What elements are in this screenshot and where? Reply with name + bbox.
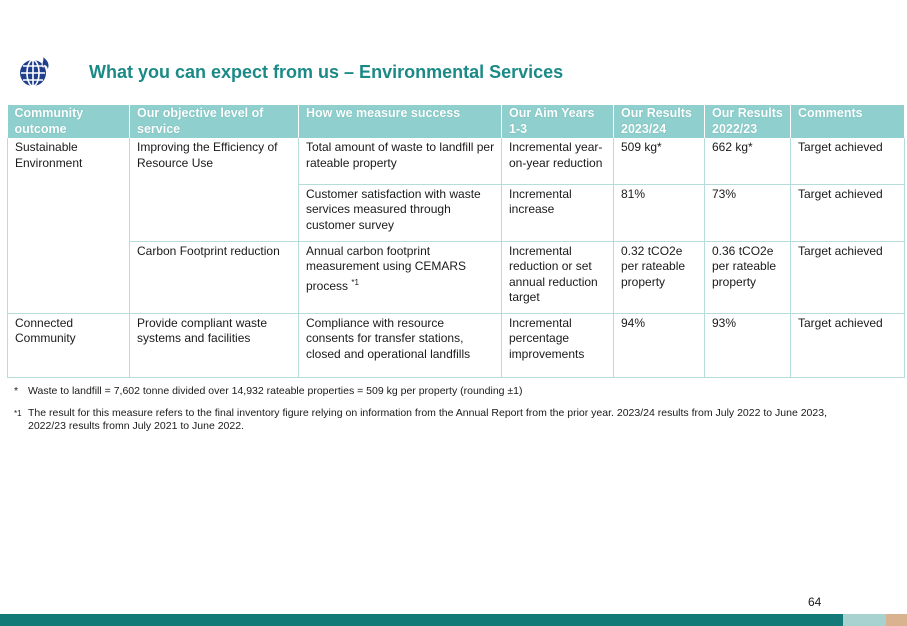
cell-aim: Incremental increase bbox=[501, 184, 614, 242]
cell-objective bbox=[129, 184, 299, 242]
cell-measure-text: Annual carbon footprint measurement usin… bbox=[306, 243, 467, 293]
footer-bar-tan bbox=[886, 614, 907, 626]
footnote-mark: *1 bbox=[14, 408, 22, 418]
header-aim: Our Aim Years 1-3 bbox=[501, 105, 614, 138]
cell-aim: Incremental percentage improvements bbox=[501, 313, 614, 378]
cell-result-2324: 94% bbox=[613, 313, 705, 378]
cell-measure: Compliance with resource consents for tr… bbox=[298, 313, 502, 378]
cell-measure: Annual carbon footprint measurement usin… bbox=[298, 241, 502, 314]
cell-outcome bbox=[7, 184, 130, 241]
cell-objective: Improving the Efficiency of Resource Use bbox=[129, 138, 299, 184]
header-measure: How we measure success bbox=[298, 105, 502, 138]
cell-comment: Target achieved bbox=[790, 313, 905, 378]
footer-bar-teal bbox=[0, 614, 843, 626]
cell-objective: Provide compliant waste systems and faci… bbox=[129, 313, 299, 378]
cell-comment: Target achieved bbox=[790, 184, 905, 242]
header-results-2324: Our Results 2023/24 bbox=[613, 105, 705, 138]
cell-result-2223: 0.36 tCO2e per rateable property bbox=[704, 241, 791, 314]
cell-comment: Target achieved bbox=[790, 241, 905, 314]
footnote-text: The result for this measure refers to th… bbox=[28, 406, 827, 433]
cell-result-2324: 81% bbox=[613, 184, 705, 242]
header-objective: Our objective level of service bbox=[129, 105, 299, 138]
cell-result-2223: 73% bbox=[704, 184, 791, 242]
cell-result-2324: 509 kg* bbox=[613, 138, 705, 185]
cell-aim: Incremental year-on-year reduction bbox=[501, 138, 614, 185]
cell-aim: Incremental reduction or set annual redu… bbox=[501, 241, 614, 314]
footnote-text: Waste to landfill = 7,602 tonne divided … bbox=[28, 385, 523, 397]
table-row: Sustainable Environment Improving the Ef… bbox=[7, 138, 905, 185]
table-row: Carbon Footprint reduction Annual carbon… bbox=[7, 241, 905, 314]
cell-result-2223: 93% bbox=[704, 313, 791, 378]
table-row: Connected Community Provide compliant wa… bbox=[7, 313, 905, 378]
environmental-services-table: Community outcome Our objective level of… bbox=[7, 105, 905, 378]
footer-bar-light bbox=[843, 614, 886, 626]
footnote-mark: * bbox=[14, 385, 19, 397]
footnotes: * Waste to landfill = 7,602 tonne divide… bbox=[14, 385, 864, 442]
cell-objective: Carbon Footprint reduction bbox=[129, 241, 299, 314]
cell-comment: Target achieved bbox=[790, 138, 905, 185]
cell-measure: Total amount of waste to landfill per ra… bbox=[298, 138, 502, 185]
table-header-row: Community outcome Our objective level of… bbox=[7, 105, 905, 138]
table-row: Customer satisfaction with waste service… bbox=[7, 184, 905, 242]
cell-outcome bbox=[7, 241, 130, 314]
header-comments: Comments bbox=[790, 105, 905, 138]
council-logo-icon bbox=[20, 55, 50, 87]
header-results-2223: Our Results 2022/23 bbox=[704, 105, 791, 138]
cell-measure: Customer satisfaction with waste service… bbox=[298, 184, 502, 242]
page-number: 64 bbox=[808, 595, 822, 609]
footnote-mark: *1 bbox=[351, 277, 359, 287]
page-title: What you can expect from us – Environmen… bbox=[89, 62, 564, 82]
cell-result-2223: 662 kg* bbox=[704, 138, 791, 185]
footnote: * Waste to landfill = 7,602 tonne divide… bbox=[14, 385, 864, 399]
footnote: *1 The result for this measure refers to… bbox=[14, 407, 864, 434]
header-community-outcome: Community outcome bbox=[7, 105, 130, 138]
cell-outcome: Sustainable Environment bbox=[7, 138, 130, 184]
cell-outcome: Connected Community bbox=[7, 313, 130, 378]
cell-result-2324: 0.32 tCO2e per rateable property bbox=[613, 241, 705, 314]
